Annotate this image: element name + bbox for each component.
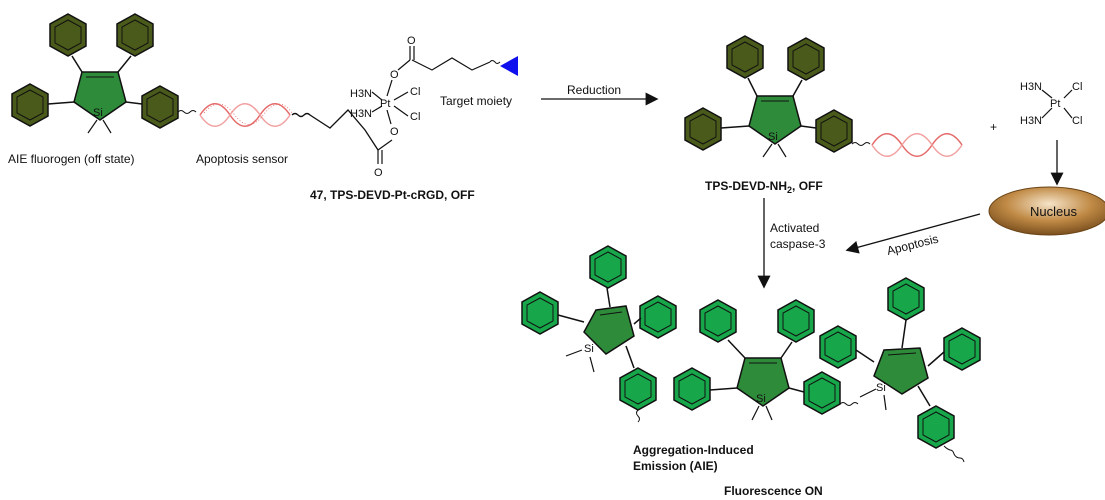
phenyl-ring — [589, 245, 627, 289]
reduction-label: Reduction — [567, 83, 621, 97]
silole-ring — [873, 347, 929, 395]
phenyl-ring — [887, 277, 925, 321]
phenyl-ring — [684, 107, 722, 151]
silole-ring — [583, 305, 635, 355]
fluorescence-on-label: Fluorescence ON — [724, 484, 823, 498]
phenyl-ring — [639, 295, 677, 339]
pt-atom-label: Pt — [380, 98, 390, 110]
phenyl-ring — [815, 109, 853, 153]
phenyl-ring — [787, 37, 825, 81]
phenyl-ring — [699, 299, 737, 343]
plus-sign: + — [990, 120, 997, 134]
si-atom-label: Si — [756, 393, 766, 405]
compound-47-label: 47, TPS-DEVD-Pt-cRGD, OFF — [310, 188, 475, 202]
phenyl-ring — [803, 371, 841, 415]
h3n-label: H3N — [1020, 81, 1042, 93]
si-atom-label: Si — [876, 382, 886, 394]
h3n-label: H3N — [350, 88, 372, 100]
cl-label: Cl — [1072, 81, 1082, 93]
si-atom-label: Si — [93, 107, 103, 119]
phenyl-ring — [726, 35, 764, 79]
caspase-label: caspase-3 — [770, 237, 826, 251]
oxygen-label: O — [390, 126, 399, 138]
phenyl-ring — [116, 13, 154, 57]
oxygen-label: O — [390, 69, 399, 81]
target-moiety-triangle — [500, 56, 518, 76]
cl-label: Cl — [410, 86, 420, 98]
phenyl-ring — [819, 325, 857, 369]
platinum-complex-left: H3N H3N Pt Cl Cl O O O O — [350, 35, 501, 179]
phenyl-ring — [141, 85, 179, 129]
dna-wave-product — [871, 133, 963, 157]
h3n-label: H3N — [1020, 115, 1042, 127]
nucleus: Nucleus — [988, 186, 1105, 236]
tps-molecule-off-left: Si — [11, 13, 197, 134]
tps-molecule-on: Si — [521, 245, 677, 423]
phenyl-ring — [673, 367, 711, 411]
nucleus-label: Nucleus — [1030, 204, 1077, 219]
activated-label: Activated — [770, 221, 819, 235]
tps-devd-nh2-label: TPS-DEVD-NH2, OFF — [705, 179, 823, 195]
cisplatin: H3N H3N Pt Cl Cl — [1020, 81, 1082, 127]
phenyl-ring — [777, 299, 815, 343]
tps-molecule-off-right: Si — [684, 35, 871, 158]
si-atom-label: Si — [768, 131, 778, 143]
aie-off-label: AIE fluorogen (off state) — [8, 152, 135, 166]
pt-atom-label: Pt — [1050, 98, 1060, 110]
silole-ring — [748, 95, 802, 145]
aie-label-line1: Aggregation-Induced — [633, 443, 754, 457]
target-moiety-label: Target moiety — [440, 94, 512, 108]
tps-molecule-on: Si — [673, 299, 859, 421]
apoptosis-sensor-label: Apoptosis sensor — [196, 152, 288, 166]
apoptosis-label: Apoptosis — [885, 232, 940, 258]
aie-label-line2: Emission (AIE) — [633, 459, 718, 473]
silole-ring — [736, 357, 790, 407]
apoptosis-arrow — [845, 213, 981, 254]
phenyl-ring — [11, 83, 49, 127]
si-atom-label: Si — [584, 343, 594, 355]
h3n-label: H3N — [350, 108, 372, 120]
oxygen-label: O — [407, 35, 416, 47]
silole-ring — [73, 71, 127, 121]
phenyl-ring — [49, 13, 87, 57]
cl-label: Cl — [410, 111, 420, 123]
cl-label: Cl — [1072, 115, 1082, 127]
dna-wave-sensor — [199, 103, 293, 127]
phenyl-ring — [619, 367, 657, 411]
phenyl-ring — [521, 291, 559, 335]
phenyl-ring — [917, 405, 955, 449]
oxygen-label: O — [374, 167, 383, 179]
phenyl-ring — [943, 327, 981, 371]
tps-molecule-on: Si — [819, 277, 981, 463]
